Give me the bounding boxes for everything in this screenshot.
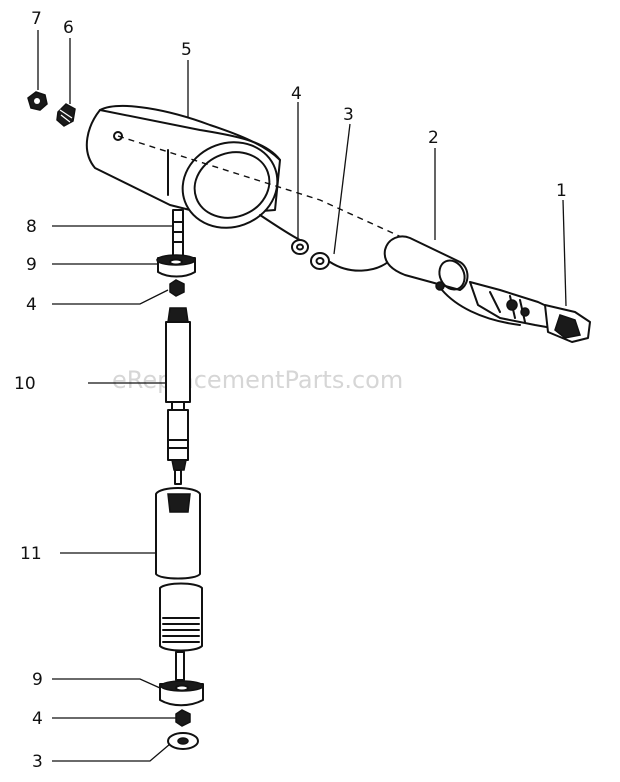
callout-3-lower: 3 [32,752,43,772]
part-9-lower-collar [159,680,204,707]
callout-11: 11 [20,544,42,564]
callout-5: 5 [181,40,192,60]
wire-loop [329,261,389,272]
callout-4-upper: 4 [291,84,302,104]
callout-6: 6 [63,18,74,38]
part-9-upper-collar [156,254,196,278]
callout-3-upper: 3 [343,105,354,125]
part-5-lamp-housing [85,104,281,229]
socket-wire [441,289,521,326]
watermark: eReplacementParts.com [112,366,403,394]
callout-7: 7 [31,9,42,29]
leader-lines [37,30,567,762]
callout-1: 1 [556,181,567,201]
part-3-lower-washer [167,732,199,750]
part-2-socket-shell [383,235,469,291]
part-6-bushing [56,103,76,127]
callout-9-upper: 9 [26,255,37,275]
callout-4-middle: 4 [26,295,37,315]
part-4-lower-nut [175,709,191,727]
part-1-bulb-socket [469,281,591,343]
callout-9-lower: 9 [32,670,43,690]
assembly-axis-line [117,135,431,251]
part-4-upper-nut [291,239,309,255]
part-4-middle-nut [169,279,185,297]
part-7-nut [27,91,48,111]
callout-8: 8 [26,217,37,237]
callout-4-lower: 4 [32,709,43,729]
callout-10: 10 [14,374,36,394]
part-3-upper-washer [310,252,330,270]
part-8-stem [172,209,184,259]
part-10-rod [165,307,191,485]
callout-2: 2 [428,128,439,148]
part-11-tube [155,487,203,681]
